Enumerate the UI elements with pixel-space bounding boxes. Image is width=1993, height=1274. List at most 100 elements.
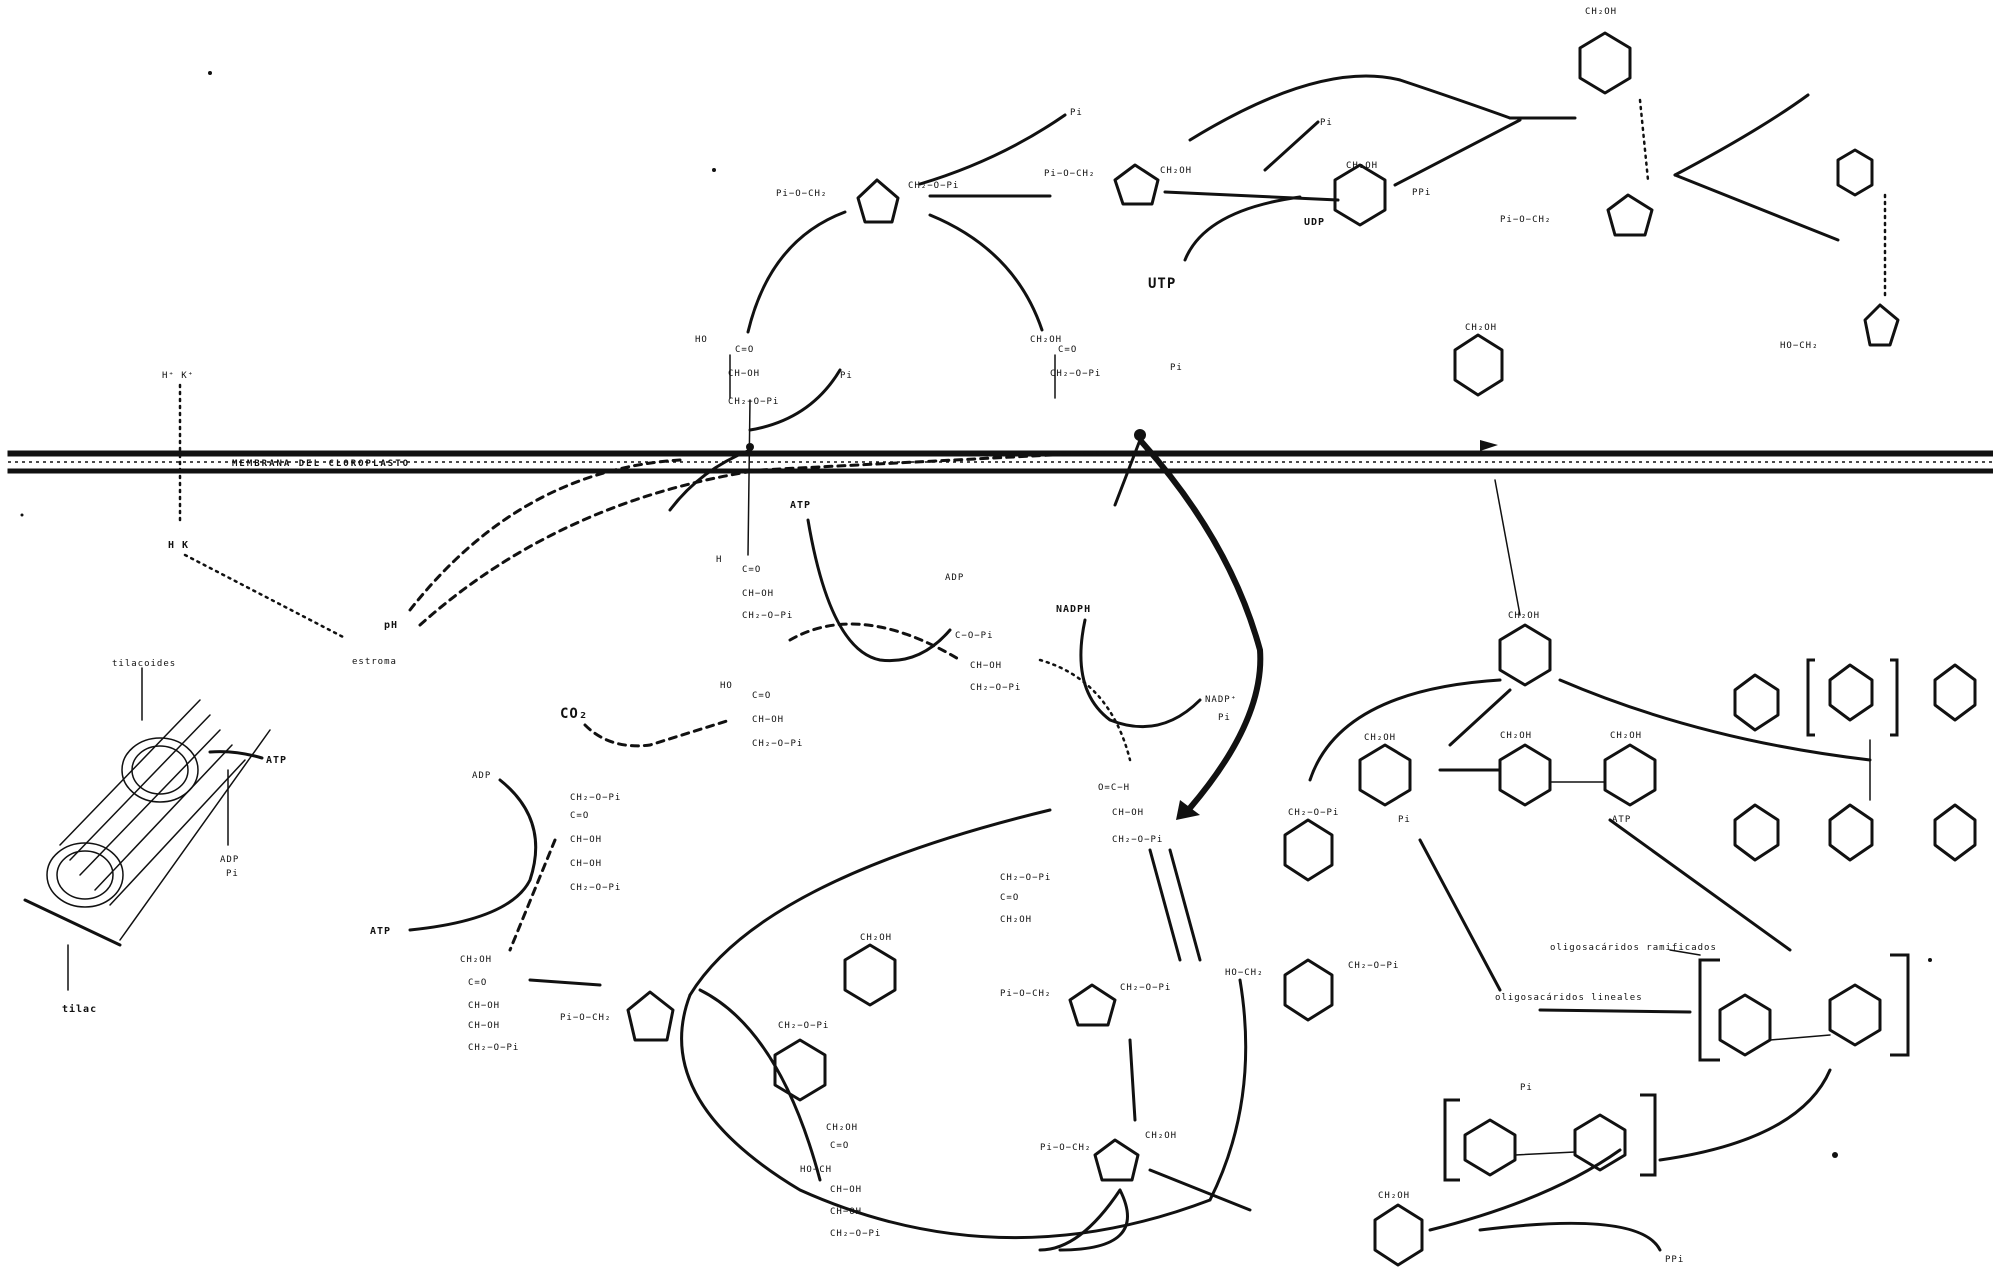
adp-label-2: ADP	[472, 771, 491, 781]
svg-text:CH−OH: CH−OH	[742, 589, 774, 599]
stroma-fbp-ring	[628, 992, 673, 1040]
starch-bracket-left	[1445, 1100, 1460, 1180]
pi-label-starch: Pi	[1520, 1083, 1533, 1093]
svg-text:CH−OH: CH−OH	[830, 1185, 862, 1195]
linear-to-amylose-arrow	[1540, 1010, 1690, 1012]
svg-text:CH₂−O−Pi: CH₂−O−Pi	[752, 739, 803, 749]
amylose-link	[1770, 1035, 1830, 1040]
amylopectin-ring-6	[1935, 805, 1975, 860]
pi-label-udpg: Pi	[1320, 118, 1333, 128]
svg-text:CH−OH: CH−OH	[752, 715, 784, 725]
atp-label-1: ATP	[790, 500, 811, 511]
adp-glucose-ring	[1375, 1205, 1422, 1265]
ion-to-ph-line	[185, 555, 345, 638]
f6p-left-label: Pi−O−CH₂	[1044, 169, 1095, 179]
thylakoid-edge-line	[120, 730, 270, 940]
utp-label: UTP	[1148, 276, 1176, 292]
sucrose-branch-up	[1675, 95, 1808, 175]
svg-text:CH−OH: CH−OH	[830, 1207, 862, 1217]
amylose-bracket-right	[1890, 955, 1908, 1055]
thylakoid-base-line	[25, 900, 120, 945]
hexose-ring-center-2	[775, 1040, 825, 1100]
glucose-to-branch-arrow	[1560, 680, 1870, 760]
pga-kinase-arc	[808, 520, 950, 661]
pi-label-nadph: Pi	[1218, 713, 1231, 723]
udp-glucose-pi-branch	[1265, 122, 1318, 170]
thylakoid-top-label: tilacoides	[112, 659, 176, 669]
glucose-transporter-ring	[1455, 335, 1502, 395]
atp-synthase-product: ATP	[266, 755, 287, 766]
svg-text:CH₂−O−Pi: CH₂−O−Pi	[970, 683, 1021, 693]
svg-text:CH−OH: CH−OH	[1112, 808, 1144, 818]
sucrose-synthase-arc	[1190, 76, 1510, 140]
ph-regulation-arrow-1	[410, 460, 680, 610]
svg-text:CH₂−O−Pi: CH₂−O−Pi	[728, 397, 779, 407]
glucose-to-g6p-arc	[1310, 680, 1500, 780]
atp-synthase-substrate: ADP	[220, 855, 239, 865]
pentose-bottom-right-label: CH₂OH	[1145, 1131, 1177, 1141]
stroma-lamellae	[60, 700, 245, 905]
glucose-ring-top	[1580, 33, 1630, 93]
glucose-1p-ring	[1360, 745, 1410, 805]
f6p-center-left-label: Pi−O−CH₂	[1000, 989, 1051, 999]
maltose-ring-2-label: CH₂OH	[1610, 731, 1642, 741]
svg-text:HO: HO	[720, 681, 733, 691]
amylopectin-ring-1	[1735, 675, 1778, 730]
hexose-ring-center-1	[845, 945, 895, 1005]
amylopectin-ring-5	[1830, 805, 1872, 860]
fructose-6-phosphate-ring	[1115, 165, 1158, 204]
co2-label: CO₂	[560, 706, 588, 722]
f6p-center-right-label: CH₂−O−Pi	[1120, 983, 1171, 993]
ppi-release-arc	[1480, 1223, 1660, 1250]
svg-text:CH₂OH: CH₂OH	[826, 1123, 858, 1133]
glucose-top-label: CH₂OH	[1585, 7, 1617, 17]
svg-text:CH₂OH: CH₂OH	[460, 955, 492, 965]
glucose-export-line	[1495, 480, 1520, 615]
phosphoglycerate: HO C=O CH−OH CH₂−O−Pi	[720, 681, 803, 749]
svg-text:HO−CH: HO−CH	[800, 1165, 832, 1175]
udp-glucose-label: CH₂OH	[1346, 161, 1378, 171]
svg-text:CH₂−O−Pi: CH₂−O−Pi	[468, 1043, 519, 1053]
starch-bracket-right	[1640, 1095, 1655, 1175]
svg-text:CH₂OH: CH₂OH	[1000, 915, 1032, 925]
calvin-loop-top	[690, 810, 1050, 995]
udp-label: UDP	[1304, 217, 1325, 228]
thylakoid-stack: tilacoides tilac ATP ADP Pi	[25, 659, 287, 1015]
maltose-ring-1	[1500, 745, 1550, 805]
cytosol-ions-label: H⁺ K⁺	[162, 371, 194, 381]
ppi-label: PPi	[1412, 188, 1431, 198]
starch-synthesis-region: CH₂OH CH₂−O−Pi CH₂OH Pi CH₂OH CH₂OH olig…	[1285, 611, 1975, 1180]
stroma-ph-label: pH	[384, 620, 398, 631]
granum-disc-3	[47, 843, 123, 907]
amylopectin-ring-2	[1830, 665, 1872, 720]
maltose-ring-2	[1605, 745, 1655, 805]
linear-oligos-label: oligosacáridos lineales	[1495, 993, 1643, 1003]
svg-text:CH−OH: CH−OH	[570, 859, 602, 869]
branched-oligos-label: oligosacáridos ramificados	[1550, 943, 1717, 953]
sucrose-fructose-ring	[1865, 305, 1898, 345]
sedoheptulose-7p: CH₂OH C=O HO−CH CH−OH CH−OH CH₂−O−Pi	[800, 1123, 881, 1239]
ru5p-kinase-arc	[410, 780, 536, 930]
udpg-to-sucrose-arrow	[1395, 120, 1520, 185]
triose-p-export-line	[748, 400, 750, 555]
amylose-bracket-left	[1700, 960, 1720, 1060]
ion-exchange-region: H⁺ K⁺ H K pH estroma	[162, 371, 1110, 667]
svg-text:C=O: C=O	[752, 691, 771, 701]
membrane-label: MEMBRANA DEL CLOROPLASTO	[232, 459, 410, 469]
sucrose-p-stroma-ring	[1285, 960, 1332, 1020]
svg-text:C=O: C=O	[1058, 345, 1077, 355]
f6p-right-label: CH₂OH	[1160, 166, 1192, 176]
bpga-to-ga3p-arrow	[1040, 660, 1130, 760]
svg-text:CH−OH: CH−OH	[728, 369, 760, 379]
svg-text:CH−OH: CH−OH	[570, 835, 602, 845]
calvin-inner-loop-1	[700, 990, 820, 1180]
svg-text:C=O: C=O	[468, 978, 487, 988]
xylulose-5p: CH₂−O−Pi C=O CH₂OH	[1000, 873, 1051, 925]
glucose-transporter-label: CH₂OH	[1465, 323, 1497, 333]
dhap-cytosol: CH₂OH C=O CH₂−O−Pi	[1030, 335, 1101, 398]
pentose-lower-arcs	[1040, 1190, 1128, 1250]
glucose-1p-phosphate-label: Pi	[1398, 815, 1411, 825]
svg-text:CH₂−O−Pi: CH₂−O−Pi	[742, 611, 793, 621]
fbp-left-label: Pi−O−CH₂	[776, 189, 827, 199]
svg-text:CH₂−O−Pi: CH₂−O−Pi	[1112, 835, 1163, 845]
